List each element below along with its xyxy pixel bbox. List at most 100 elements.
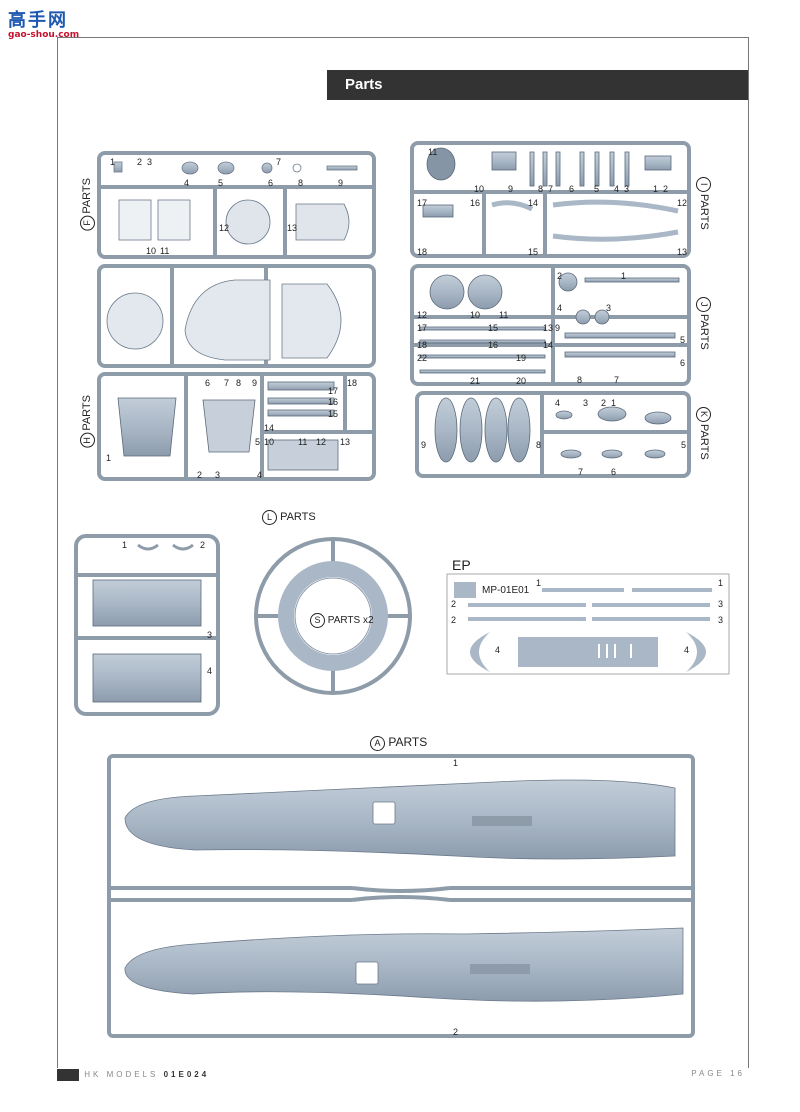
part-number-i: 10 [474, 184, 485, 194]
sprue-s-label: S PARTS x2 [310, 611, 374, 630]
part-number-k: 4 [555, 398, 561, 408]
part-number-i: 6 [569, 184, 575, 194]
footer-brand: HK MODELS [84, 1070, 159, 1080]
part-number-a: 1 [453, 758, 459, 768]
sprue-h-frame [97, 372, 376, 481]
part-number-j: 3 [606, 303, 612, 313]
part-number-j: 6 [680, 358, 686, 368]
ep-fret [446, 573, 730, 675]
part-number-l: 2 [200, 540, 206, 550]
part-number-j: 15 [488, 323, 499, 333]
part-number-i: 9 [508, 184, 514, 194]
part-number-j: 21 [470, 376, 481, 386]
part-number-f: 11 [160, 246, 170, 256]
part-number-h: 7 [224, 378, 230, 388]
part-number-j: 13 [543, 323, 554, 333]
part-number-j: 19 [516, 353, 527, 363]
part-number-h: 10 [264, 437, 275, 447]
part-number-ep: 4 [495, 645, 501, 655]
part-number-k: 8 [536, 440, 542, 450]
part-number-a: 2 [453, 1027, 459, 1037]
ep-code: MP-01E01 [482, 585, 530, 596]
part-number-j: 11 [499, 310, 509, 320]
part-number-i: 5 [594, 184, 600, 194]
sprue-f-frame [97, 151, 376, 259]
sprue-g-frame [97, 264, 376, 368]
sprue-h-label: HPARTS [80, 395, 95, 450]
part-number-i: 4 [614, 184, 620, 194]
part-number-j: 18 [417, 340, 428, 350]
part-number-j: 4 [557, 303, 563, 313]
part-number-f: 2 [137, 157, 143, 167]
fuselage-half-2 [124, 927, 684, 1002]
part-number-j: 1 [621, 271, 627, 281]
part-number-l: 3 [207, 630, 213, 640]
part-number-k: 9 [421, 440, 427, 450]
part-number-f: 13 [287, 223, 298, 233]
part-number-f: 4 [184, 178, 190, 188]
part-number-i: 3 [624, 184, 630, 194]
part-number-h: 3 [215, 470, 221, 480]
part-number-k: 1 [611, 398, 617, 408]
part-number-k: 5 [681, 440, 687, 450]
part-number-h: 2 [197, 470, 203, 480]
page-frame [57, 37, 749, 1068]
part-number-h: 6 [205, 378, 211, 388]
sprue-k-label: KPARTS [696, 405, 711, 460]
page-number: PAGE 16 [691, 1069, 745, 1078]
part-number-ep: 2 [451, 615, 457, 625]
part-number-j: 16 [488, 340, 499, 350]
part-number-j: 14 [543, 340, 554, 350]
part-number-i: 14 [528, 198, 539, 208]
part-number-k: 7 [578, 467, 584, 477]
part-number-h: 9 [252, 378, 258, 388]
part-number-i: 1 [653, 184, 659, 194]
part-number-f: 10 [146, 246, 157, 256]
part-number-f: 3 [147, 157, 153, 167]
part-number-i: 17 [417, 198, 428, 208]
sprue-j-frame [410, 264, 691, 386]
part-number-j: 17 [417, 323, 428, 333]
sprue-a-label: A PARTS [370, 734, 427, 753]
sprue-l-frame [74, 534, 220, 716]
part-number-l: 4 [207, 666, 213, 676]
part-number-h: 8 [236, 378, 242, 388]
watermark-url: gao-shou.com [8, 30, 80, 40]
sprue-f-label: FPARTS [80, 178, 95, 233]
part-number-f: 6 [268, 178, 274, 188]
part-number-j: 7 [614, 375, 620, 385]
part-number-j: 5 [680, 335, 686, 345]
sprue-a-frame [107, 754, 695, 1038]
sprue-j-label: JPARTS [696, 295, 711, 350]
part-number-h: 15 [328, 409, 339, 419]
part-number-i: 8 [538, 184, 544, 194]
part-number-h: 12 [316, 437, 327, 447]
watermark: 高手网 gao-shou.com [8, 6, 79, 40]
part-number-ep: 3 [718, 615, 724, 625]
sprue-k-frame [415, 391, 691, 478]
part-number-h: 13 [340, 437, 351, 447]
sprue-i-frame [410, 141, 691, 258]
part-number-h: 14 [264, 423, 275, 433]
fuselage-half-1 [124, 779, 676, 860]
footer: HK MODELS 01E024 PAGE 16 [57, 1069, 747, 1083]
part-number-h: 16 [328, 397, 339, 407]
part-number-i: 2 [663, 184, 669, 194]
part-number-i: 13 [677, 247, 688, 257]
part-number-k: 3 [583, 398, 589, 408]
part-number-f: 7 [276, 157, 282, 167]
part-number-j: 10 [470, 310, 481, 320]
part-number-f: 5 [218, 178, 224, 188]
part-number-j: 22 [417, 353, 428, 363]
part-number-h: 11 [298, 437, 308, 447]
part-number-i: 15 [528, 247, 539, 257]
part-number-j: 9 [555, 323, 561, 333]
part-number-ep: 1 [536, 578, 542, 588]
part-number-f: 12 [219, 223, 230, 233]
hk-logo-icon [57, 1069, 79, 1081]
part-number-f: 8 [298, 178, 304, 188]
part-number-i: 18 [417, 247, 428, 257]
ep-label: EP [452, 557, 471, 573]
page-title: Parts [327, 70, 748, 100]
part-number-f: 1 [110, 157, 116, 167]
